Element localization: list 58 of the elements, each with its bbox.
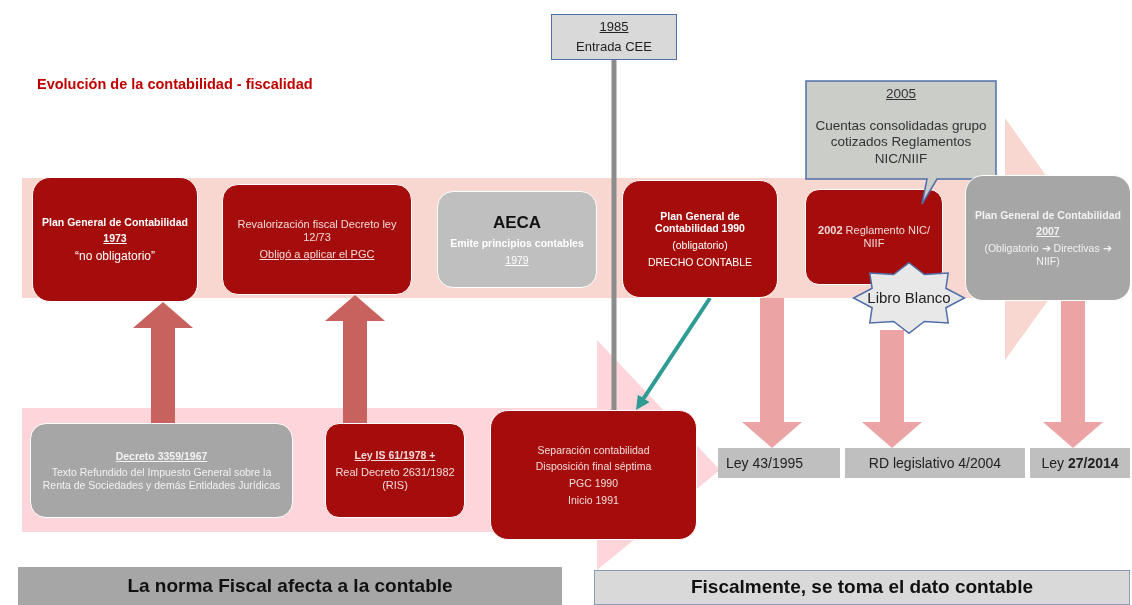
node-text: Plan General de Contabilidad 1990 — [654, 209, 746, 235]
milestone-card — [437, 191, 597, 288]
milestone-card — [622, 180, 778, 298]
node-text: Real Decreto 2631/1982 (RIS) — [334, 465, 456, 492]
block-arrow — [1043, 301, 1103, 448]
node-text: Emite principios contables — [450, 237, 584, 250]
node-text: Plan General de Contabilidad — [42, 215, 188, 229]
node-text: Entrada CEE — [576, 39, 652, 55]
event-box — [551, 14, 677, 60]
summary-bar — [18, 567, 562, 605]
law-card — [30, 423, 293, 518]
summary-text: Fiscalmente, se toma el dato contable — [690, 576, 1034, 599]
node-text: Plan General de Contabilidad — [975, 208, 1121, 222]
block-arrow — [325, 295, 385, 423]
node-text: Cuentas consolidadas grupo cotizados Reglamentos NIC/NIIF — [814, 118, 988, 167]
node-text: DRECHO CONTABLE — [647, 255, 753, 269]
node-text: (Obligatorio ➔ Directivas ➔ NIIF) — [983, 242, 1113, 268]
node-text: Separación contabilidad — [537, 443, 650, 457]
node-text: Ley IS 61/1978 + — [354, 449, 436, 462]
summary-bar — [594, 570, 1130, 605]
block-arrow — [862, 330, 922, 448]
title: Evolución de la contabilidad - fiscalidad — [37, 76, 313, 92]
node-text: Inicio 1991 — [568, 493, 619, 507]
law-tag — [1030, 448, 1130, 478]
node-text: 2002 Reglamento NIC/ NIIF — [817, 223, 931, 251]
node-text: (obligatorio) — [672, 239, 728, 252]
arrow — [636, 296, 712, 410]
year-label: 2005 — [885, 86, 916, 103]
node-text: 1973 — [103, 232, 127, 245]
node-text: Libro Blanco — [867, 289, 951, 307]
law-tag — [845, 448, 1025, 478]
node-text: Texto Refundido del Impuesto General sobre la Renta de Sociedades y demás Entidades Jurídicas — [41, 466, 282, 492]
callout-box — [805, 80, 997, 205]
law-card — [325, 423, 465, 518]
node-text: Decreto 3359/1967 — [115, 449, 208, 463]
node-text: Obligó a aplicar el PGC — [259, 248, 375, 262]
summary-text: La norma Fiscal afecta a la contable — [127, 574, 453, 598]
node-text: “no obligatorio” — [74, 248, 155, 264]
year-label: 1985 — [599, 19, 629, 35]
milestone-card — [805, 189, 943, 285]
node-text: 2007 — [1036, 225, 1060, 238]
timeline-line — [611, 60, 617, 410]
block-arrow — [742, 298, 802, 448]
node-text: 1979 — [505, 253, 529, 267]
milestone-card — [222, 184, 412, 295]
node-text: Disposición final séptima — [535, 460, 652, 473]
node-text: AECA — [492, 212, 542, 234]
milestone-card — [32, 177, 198, 302]
node-text: Revalorización fiscal Decreto ley 12/73 — [236, 217, 398, 245]
law-tag — [718, 448, 840, 478]
block-arrow — [133, 302, 193, 423]
milestone-card — [965, 175, 1131, 301]
starburst-badge — [853, 262, 965, 334]
node-text: Ley 43/1995 — [726, 454, 804, 472]
node-text: PGC 1990 — [569, 477, 618, 490]
law-card — [490, 410, 697, 540]
node-text: RD legislativo 4/2004 — [868, 454, 1002, 472]
node-text: Ley 27/2014 — [1041, 454, 1119, 472]
